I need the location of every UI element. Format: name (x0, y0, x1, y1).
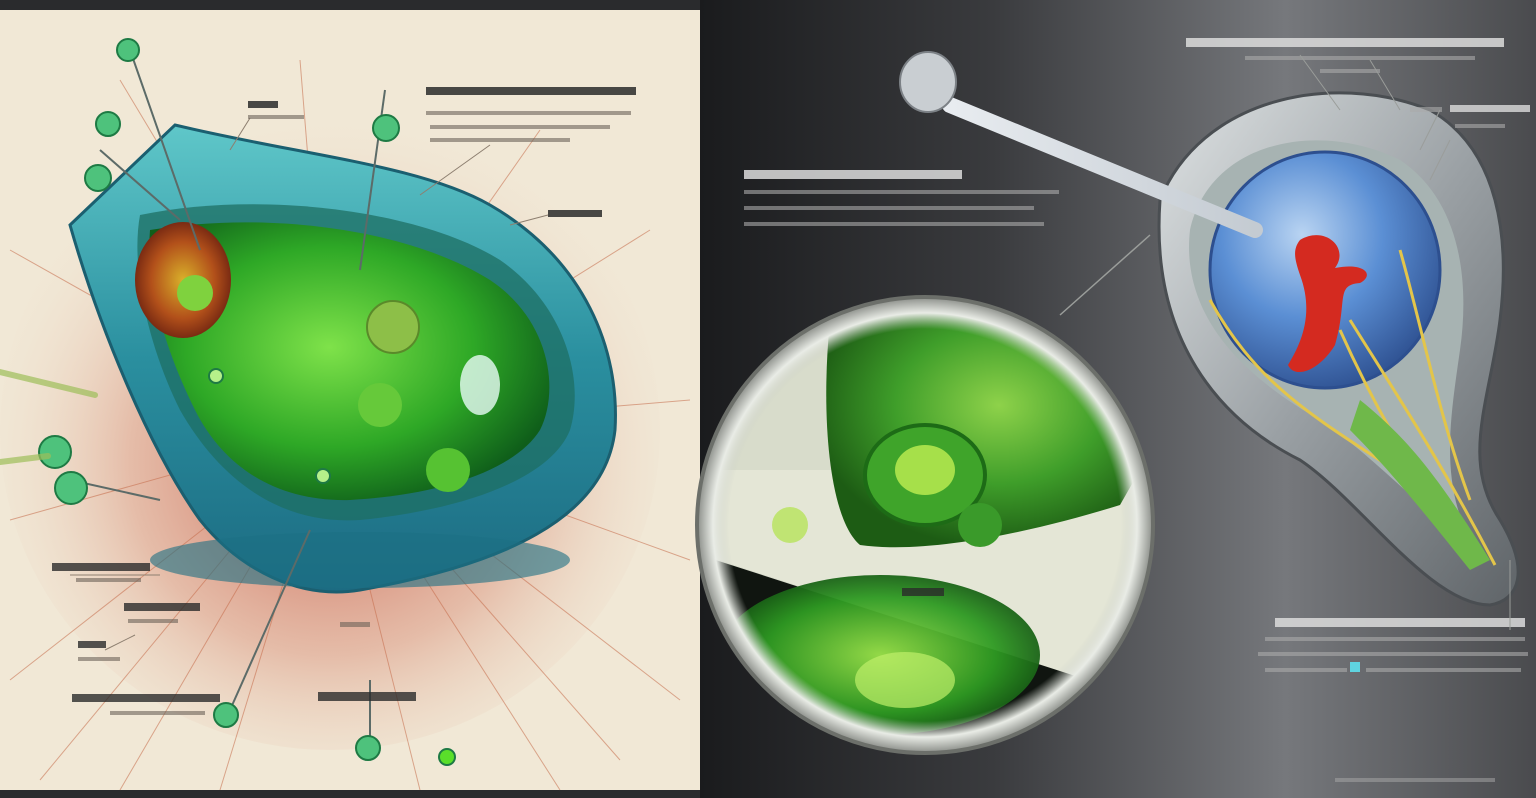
middle-labels (744, 170, 1059, 226)
cyan-swatch (1350, 662, 1360, 672)
granum-2 (358, 383, 402, 427)
probe-stick (899, 51, 1263, 238)
vein-sprigs (0, 369, 98, 465)
left-labels (52, 87, 636, 715)
left-panel (0, 10, 700, 791)
left-leader-lines (70, 117, 549, 651)
red-bulb (1288, 235, 1367, 373)
granum-3 (426, 448, 470, 492)
pin-bead-icon (38, 38, 456, 766)
lens-ring (695, 295, 1155, 755)
right-labels (1186, 38, 1530, 782)
membrane-highlight (460, 355, 500, 415)
teal-rim-bottom (150, 532, 570, 588)
green-tail (1350, 400, 1490, 570)
stroma (149, 222, 550, 501)
probe-knob (899, 51, 957, 113)
capsule-structure (1157, 91, 1520, 607)
small-thylakoid (177, 275, 213, 311)
lens-leader (1059, 234, 1151, 316)
granum-1 (366, 300, 420, 354)
